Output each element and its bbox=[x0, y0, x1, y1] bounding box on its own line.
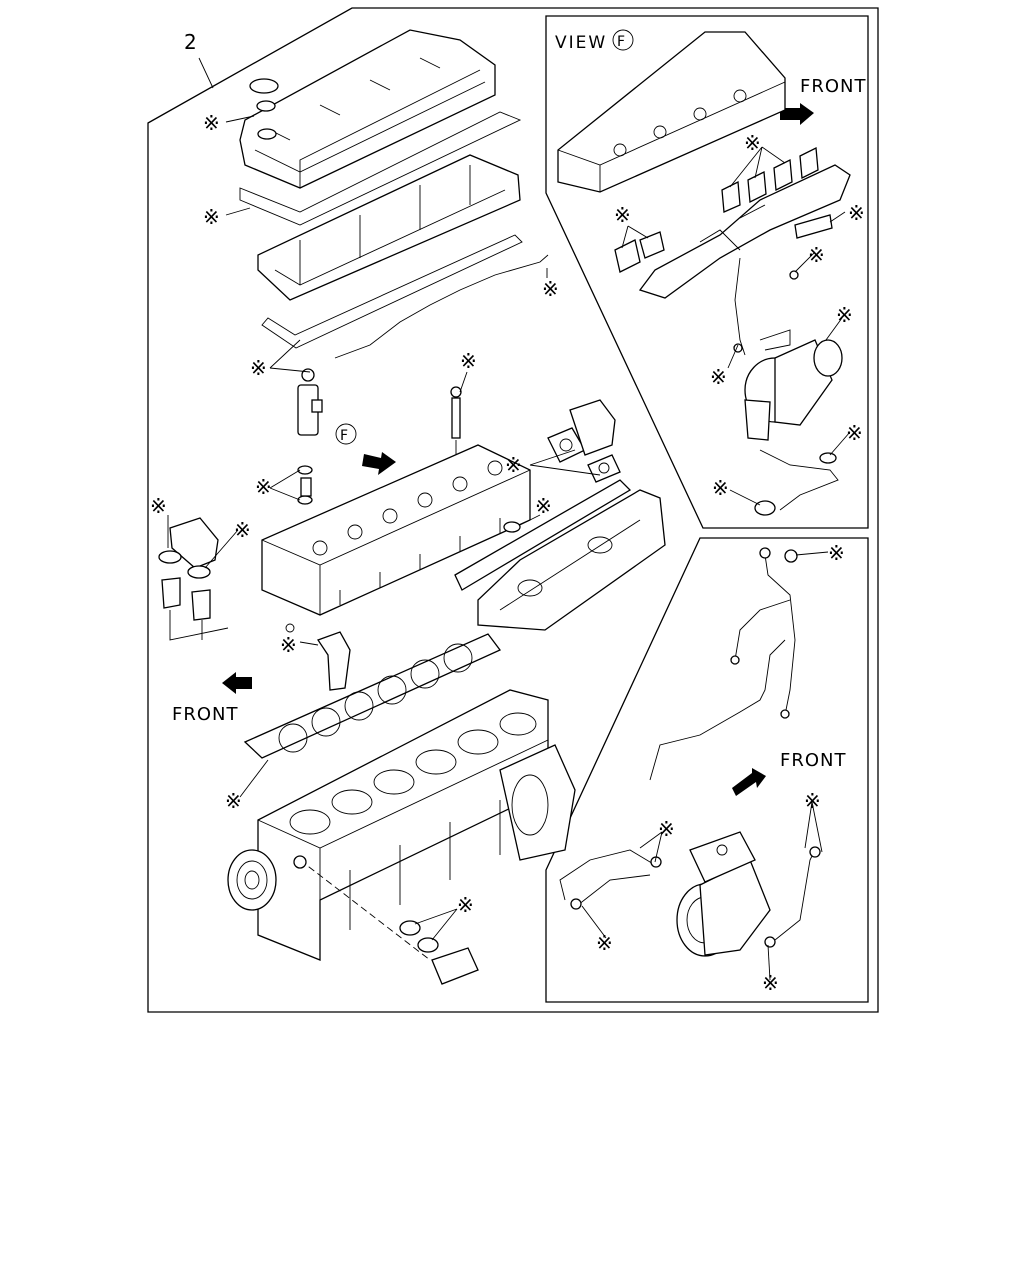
head-cover-gasket bbox=[239, 111, 522, 226]
main-front-label: FRONT bbox=[172, 704, 239, 725]
cylinder-block bbox=[257, 689, 549, 961]
kit-asterisk: ※ bbox=[457, 893, 474, 917]
kit-asterisk: ※ bbox=[658, 817, 675, 841]
view-cylinder-head bbox=[557, 31, 786, 193]
oil-pressure-sensor bbox=[293, 855, 479, 985]
kit-asterisk: ※ bbox=[505, 453, 522, 477]
kit-asterisk: ※ bbox=[762, 971, 779, 995]
injector bbox=[297, 368, 323, 505]
kit-asterisk: ※ bbox=[808, 243, 825, 267]
kit-asterisk: ※ bbox=[460, 349, 477, 373]
kit-asterisk: ※ bbox=[225, 789, 242, 813]
kit-asterisk: ※ bbox=[614, 203, 631, 227]
flywheel-housing bbox=[499, 744, 576, 861]
kit-asterisk: ※ bbox=[836, 303, 853, 327]
main-front-arrow bbox=[222, 672, 252, 694]
thermostat-housing bbox=[158, 517, 229, 641]
bolt bbox=[285, 623, 295, 633]
kit-asterisk: ※ bbox=[542, 277, 559, 301]
compressor-panel bbox=[545, 537, 869, 1003]
leak-off-pipe bbox=[334, 254, 549, 359]
kit-asterisk: ※ bbox=[744, 131, 761, 155]
view-panel-title: VIEW bbox=[555, 33, 607, 53]
crankshaft-pulley bbox=[227, 849, 277, 911]
water-outlet-pipe bbox=[317, 631, 351, 691]
compressor-front-label: FRONT bbox=[780, 750, 847, 771]
kit-asterisk: ※ bbox=[596, 931, 613, 955]
exhaust-manifold-gaskets bbox=[614, 146, 833, 273]
view-marker-letter: F bbox=[340, 428, 348, 444]
kit-asterisk: ※ bbox=[712, 476, 729, 500]
view-panel-front-label: FRONT bbox=[800, 76, 867, 97]
kit-asterisk: ※ bbox=[828, 541, 845, 565]
kit-asterisk: ※ bbox=[150, 494, 167, 518]
cylinder-head bbox=[261, 444, 531, 616]
exhaust-manifold bbox=[638, 164, 851, 299]
turbocharger bbox=[744, 329, 843, 441]
view-f-panel bbox=[545, 15, 869, 529]
oil-filler-cap bbox=[249, 78, 279, 140]
item-number-label: 2 bbox=[184, 30, 197, 54]
cylinder-head-gasket bbox=[243, 633, 502, 759]
view-marker-circle bbox=[335, 423, 357, 445]
rocker-case-gasket bbox=[261, 234, 523, 349]
kit-item-asterisks: ※ ※ ※ ※ ※ ※ ※ ※ ※ ※ ※ ※ ※ ※ ※ ※ ※ ※ ※ ※ … bbox=[150, 111, 865, 995]
view-panel-front-arrow bbox=[780, 103, 814, 125]
compressor-oil-pipe bbox=[649, 547, 798, 781]
compressor-front-arrow bbox=[732, 768, 766, 796]
kit-item-markers bbox=[167, 115, 851, 981]
view-panel-title-circle bbox=[612, 29, 634, 51]
kit-asterisk: ※ bbox=[255, 475, 272, 499]
seal-ring bbox=[503, 521, 521, 533]
item-number-leader bbox=[198, 57, 214, 89]
rocker-case bbox=[257, 154, 521, 301]
intake-manifold bbox=[454, 479, 666, 631]
air-compressor bbox=[676, 831, 771, 957]
view-panel-title-letter: F bbox=[617, 34, 625, 50]
kit-asterisk: ※ bbox=[250, 356, 267, 380]
kit-asterisk: ※ bbox=[710, 365, 727, 389]
kit-asterisk: ※ bbox=[203, 111, 220, 135]
kit-asterisk: ※ bbox=[846, 421, 863, 445]
kit-asterisk: ※ bbox=[535, 494, 552, 518]
cylinder-head-cover bbox=[239, 29, 496, 189]
kit-asterisk: ※ bbox=[804, 789, 821, 813]
kit-asterisk: ※ bbox=[280, 633, 297, 657]
exhaust-flange-gaskets bbox=[547, 399, 621, 483]
kit-asterisk: ※ bbox=[234, 518, 251, 542]
main-frame bbox=[147, 7, 879, 1013]
kit-asterisk: ※ bbox=[203, 205, 220, 229]
view-marker-arrow bbox=[362, 452, 396, 475]
kit-asterisk: ※ bbox=[848, 201, 865, 225]
